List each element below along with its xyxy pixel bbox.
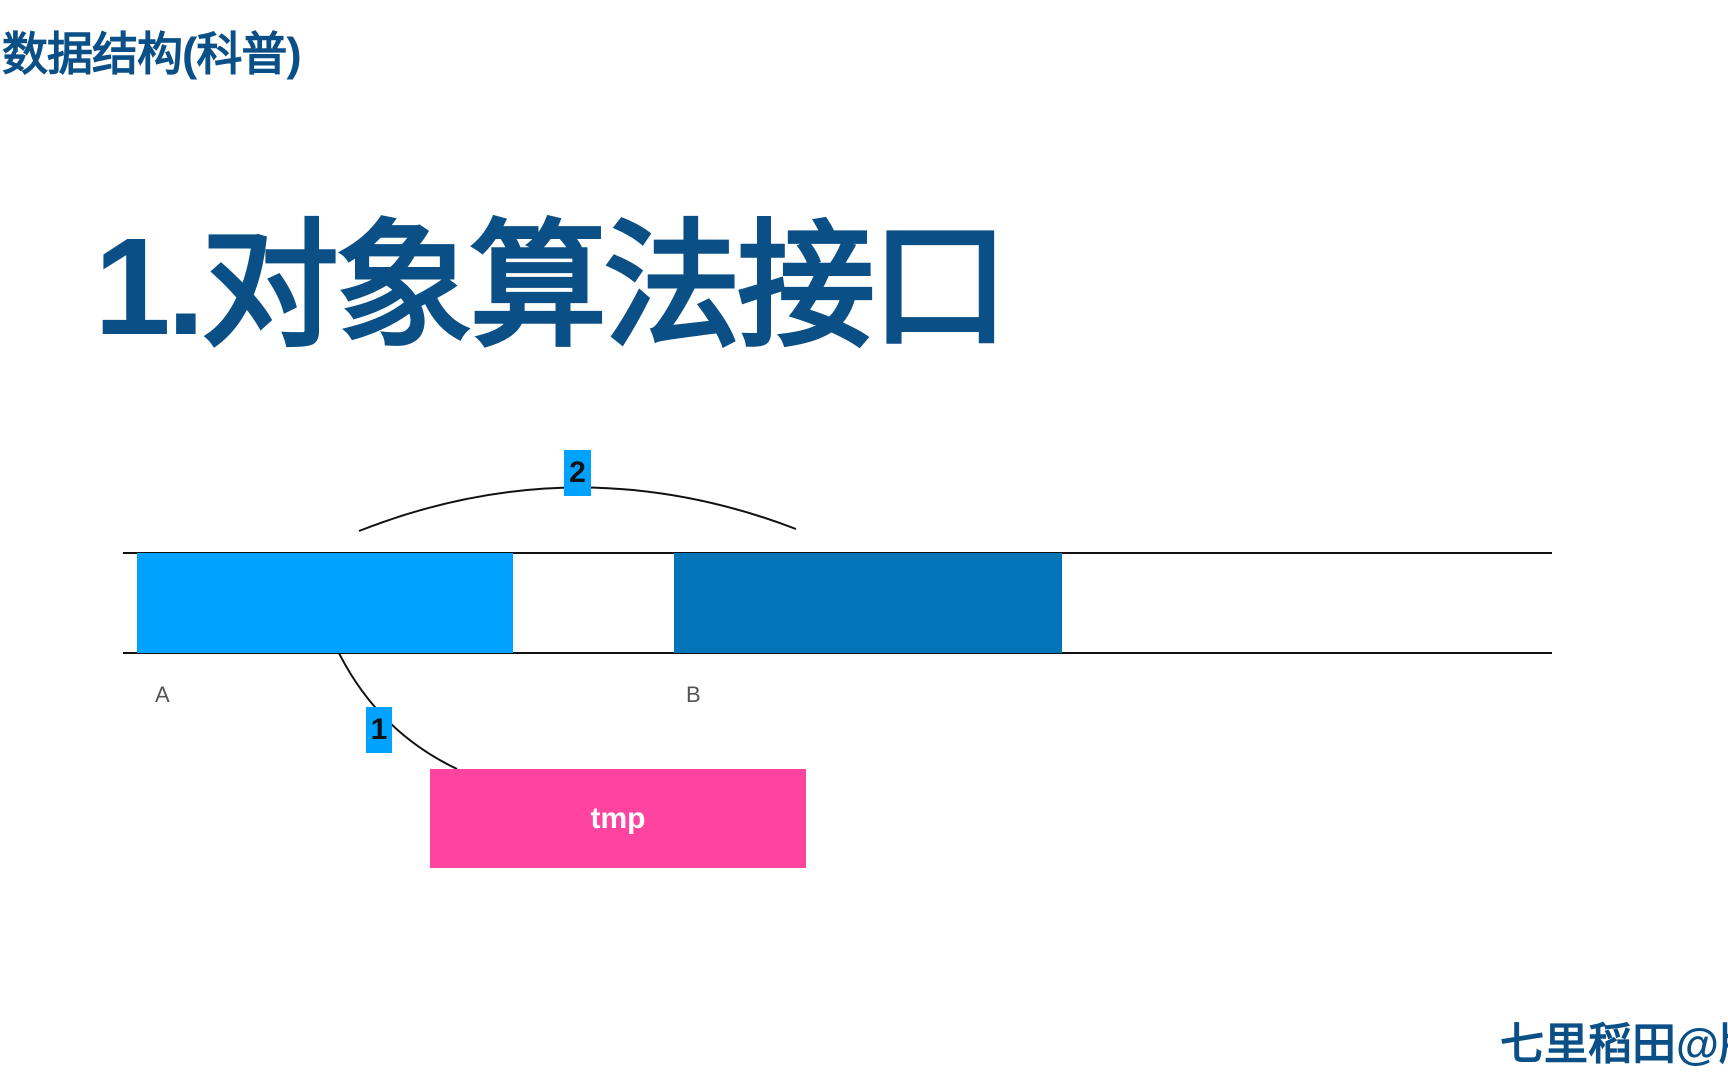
block-a	[137, 553, 513, 653]
move-curve-1	[334, 644, 458, 770]
block-b	[674, 553, 1062, 653]
step-badge-1: 1	[366, 707, 392, 753]
slide-title: 1.对象算法接口	[94, 210, 1009, 364]
memory-bottom-line	[123, 652, 1552, 654]
step-badge-2: 2	[564, 450, 591, 496]
header-title: 数据结构(科普)	[2, 28, 302, 80]
tmp-block: tmp	[430, 769, 806, 868]
footer-author: 七里稻田@版	[1500, 1020, 1728, 1069]
label-b: B	[686, 682, 701, 707]
label-a: A	[155, 682, 170, 707]
